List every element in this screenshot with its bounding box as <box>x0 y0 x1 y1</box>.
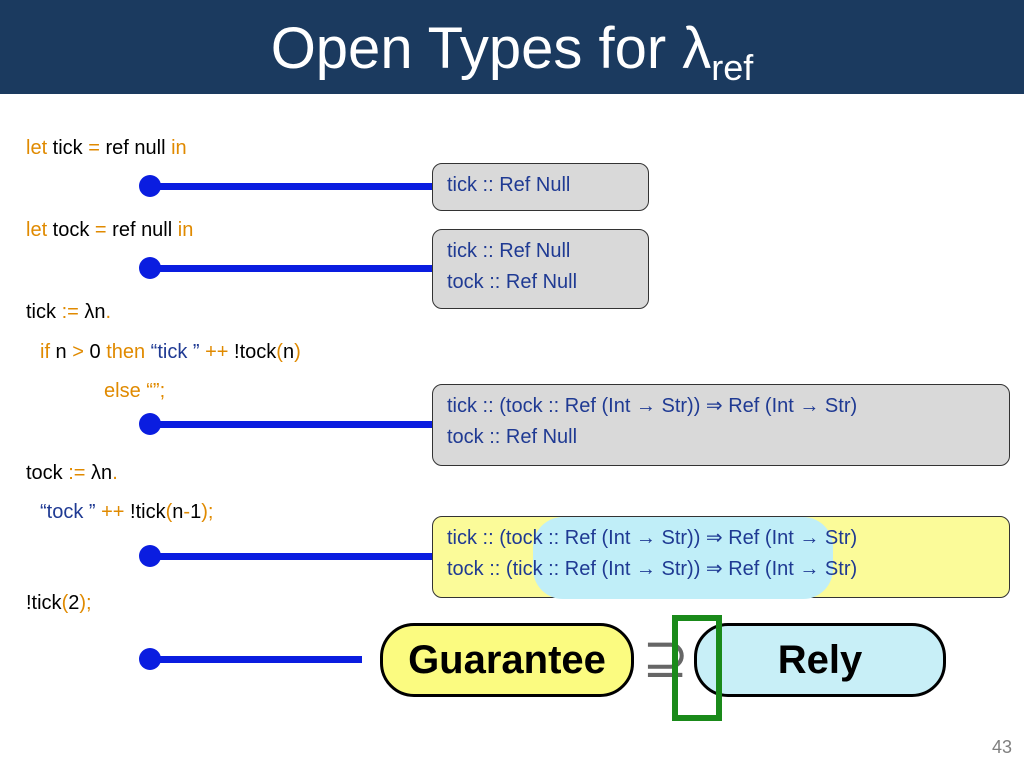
operator-eq: = <box>94 219 107 241</box>
rely-pill: Rely <box>694 623 946 697</box>
code-line-7: “tock ” ++ !tick(n-1); <box>40 500 213 524</box>
title-main: Open Types for λ <box>270 16 712 81</box>
type-line: tock :: (tick :: Ref (Int → Str)) ⇒ Ref … <box>447 558 858 580</box>
expr: ref null <box>99 137 172 159</box>
type-env-box-1: tick :: Ref Null <box>432 163 649 211</box>
paren-left: ( <box>165 501 173 523</box>
var-name: tick <box>26 301 62 323</box>
deref-tock: !tock <box>234 341 277 363</box>
connector-line-2 <box>150 265 434 272</box>
connector-line-4 <box>150 553 434 560</box>
lambda: λn <box>78 301 106 323</box>
expr: ref null <box>106 219 178 241</box>
keyword-if: if <box>40 341 50 363</box>
keyword-then: then <box>106 341 146 363</box>
lambda: λn <box>85 462 113 484</box>
page-number: 43 <box>991 737 1012 757</box>
deref-tick: !tick <box>130 501 166 523</box>
type-line: tock :: Ref Null <box>447 271 578 293</box>
var-name: tick <box>47 137 89 159</box>
connector-line-1 <box>150 183 434 190</box>
var-name: tock <box>26 462 69 484</box>
type-line: tick :: Ref Null <box>447 174 571 196</box>
type-line: tick :: Ref Null <box>447 240 571 262</box>
connector-line-3 <box>150 421 434 428</box>
arg-n: n <box>282 341 295 363</box>
supset-symbol: ⊇ <box>642 626 689 689</box>
guarantee-label: Guarantee <box>408 637 606 682</box>
code-line-4: if n > 0 then “tick ” ++ !tock(n) <box>40 340 301 364</box>
literal-two: 2 <box>68 592 80 614</box>
title-bar <box>0 0 1024 94</box>
paren-right: ); <box>201 501 214 523</box>
operator-eq: = <box>88 137 100 159</box>
paren-left: ( <box>276 341 283 363</box>
string-literal: “tock ” <box>40 501 96 523</box>
code-line-3: tick := λn. <box>26 300 111 324</box>
keyword-let: let <box>26 137 48 159</box>
code-line-2: let tock = ref null in <box>26 218 193 242</box>
operator-minus: - <box>183 501 191 523</box>
string-literal: “tick ” <box>145 341 200 363</box>
guarantee-pill: Guarantee <box>380 623 634 697</box>
var-n: n <box>172 501 184 523</box>
type-env-box-2: tick :: Ref Null tock :: Ref Null <box>432 229 649 309</box>
operator-assign: := <box>68 462 86 484</box>
deref-tick: !tick <box>26 592 62 614</box>
operator-gt: > <box>72 341 84 363</box>
rely-label: Rely <box>777 637 863 682</box>
paren-left: ( <box>61 592 69 614</box>
paren-right: ); <box>79 592 92 614</box>
literal-one: 1 <box>190 501 202 523</box>
connector-line-5 <box>150 656 362 663</box>
paren-right: ) <box>294 341 301 363</box>
type-env-box-3: tick :: (tock :: Ref (Int → Str)) ⇒ Ref … <box>432 384 1010 466</box>
lambda-dot: . <box>105 301 112 323</box>
keyword-in: in <box>171 137 187 159</box>
type-line: tick :: (tock :: Ref (Int → Str)) ⇒ Ref … <box>447 395 858 417</box>
code-line-5: else “”; <box>104 380 166 402</box>
green-highlight-frame <box>672 615 722 721</box>
slide-title: Open Types for λref <box>0 14 1024 103</box>
var-name: tock <box>47 219 95 241</box>
operator-concat: ++ <box>95 501 131 523</box>
keyword-let: let <box>26 219 48 241</box>
literal-zero: 0 <box>83 341 107 363</box>
code-line-6: tock := λn. <box>26 461 118 485</box>
keyword-in: in <box>177 219 194 241</box>
type-env-box-4: tick :: (tock :: Ref (Int → Str)) ⇒ Ref … <box>432 516 1010 599</box>
operator-concat: ++ <box>199 341 235 363</box>
code-line-1: let tick = ref null in <box>26 136 187 160</box>
code-line-8: !tick(2); <box>26 591 92 615</box>
var-n: n <box>50 341 73 363</box>
type-line: tock :: Ref Null <box>447 426 578 448</box>
rely-highlight <box>533 517 833 599</box>
operator-assign: := <box>61 301 79 323</box>
lambda-dot: . <box>112 462 118 484</box>
title-subscript: ref <box>711 47 754 88</box>
type-line: tick :: (tock :: Ref (Int → Str)) ⇒ Ref … <box>447 527 858 549</box>
